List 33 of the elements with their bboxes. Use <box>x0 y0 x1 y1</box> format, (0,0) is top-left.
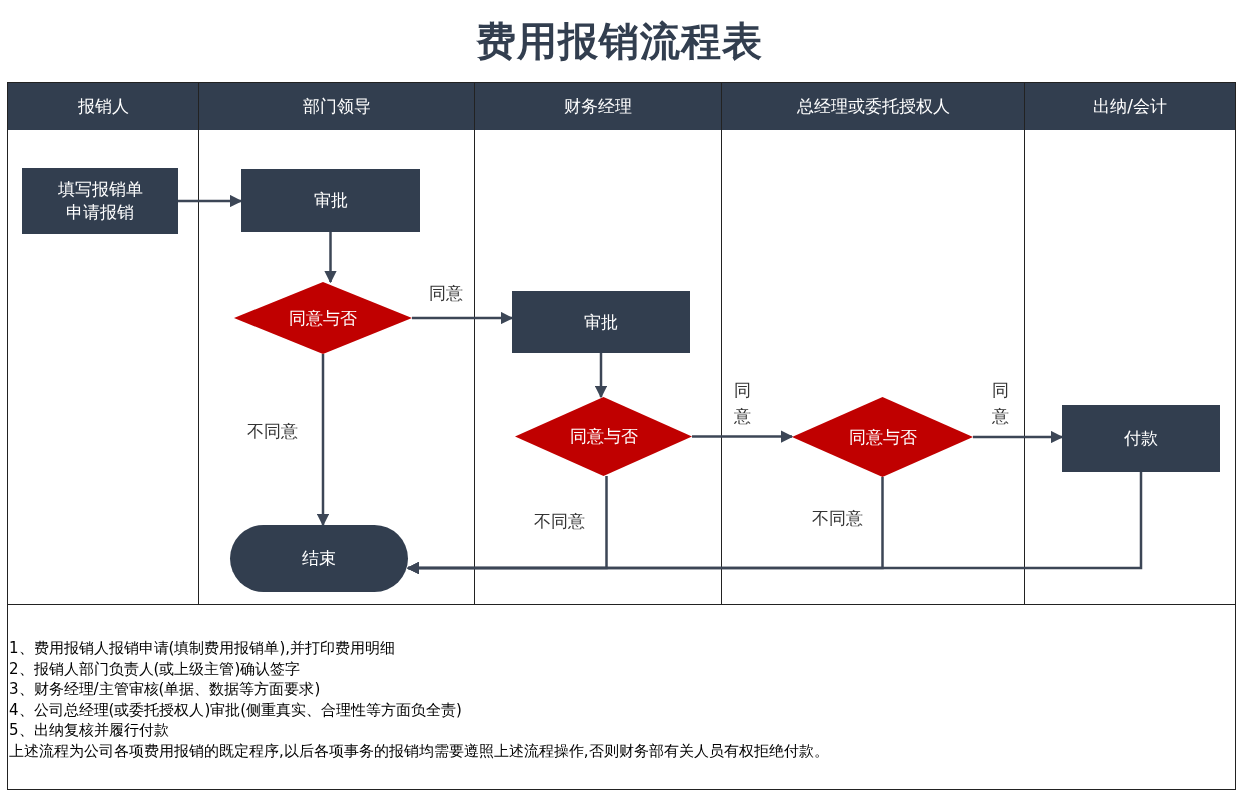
decision-diamond <box>234 282 412 354</box>
swimlane <box>7 82 199 605</box>
note-text: 2、报销人部门负责人(或上级主管)确认签字 <box>9 658 302 680</box>
note-text: 5、出纳复核并履行付款 <box>9 720 170 741</box>
arrow <box>406 472 1143 575</box>
lane-header: 报销人 <box>8 83 198 130</box>
note-text: 1、费用报销人报销申请(填制费用报销单),并打印费用明细 <box>9 638 396 659</box>
lane-header: 总经理或委托授权人 <box>722 83 1024 130</box>
lane-header: 财务经理 <box>475 83 721 130</box>
arrow <box>178 194 243 208</box>
note-text: 上述流程为公司各项费用报销的既定程序,以后各项事务的报销均需要遵照上述流程操作,否则财务部有关人员有权拒绝付款。 <box>9 740 829 762</box>
decision-label: 同意与否 <box>289 306 357 330</box>
arrow <box>316 354 330 527</box>
note-text: 4、公司总经理(或委托授权人)审批(侧重真实、合理性等方面负全责) <box>9 699 463 721</box>
process-box: 填写报销单申请报销 <box>22 168 178 234</box>
note-text: 3、财务经理/主管审核(单据、数据等方面要求) <box>9 679 322 700</box>
decision-label: 同意与否 <box>848 425 917 449</box>
lane-header: 部门领导 <box>199 83 474 130</box>
arrow <box>692 430 794 443</box>
decision-label: 同意与否 <box>569 425 638 448</box>
arrow <box>973 430 1064 444</box>
arrow <box>594 353 608 399</box>
arrow <box>324 232 337 284</box>
swimlane <box>1024 82 1236 605</box>
decision-diamond <box>515 397 692 476</box>
process-box: 审批 <box>241 169 420 232</box>
page-title: 费用报销流程表 <box>475 17 763 66</box>
decision-diamond <box>792 397 973 477</box>
lane-header: 出纳/会计 <box>1025 83 1235 130</box>
terminal-box: 结束 <box>230 525 408 592</box>
process-box: 付款 <box>1062 405 1220 472</box>
arrow <box>412 311 514 325</box>
process-box: 审批 <box>512 291 690 353</box>
